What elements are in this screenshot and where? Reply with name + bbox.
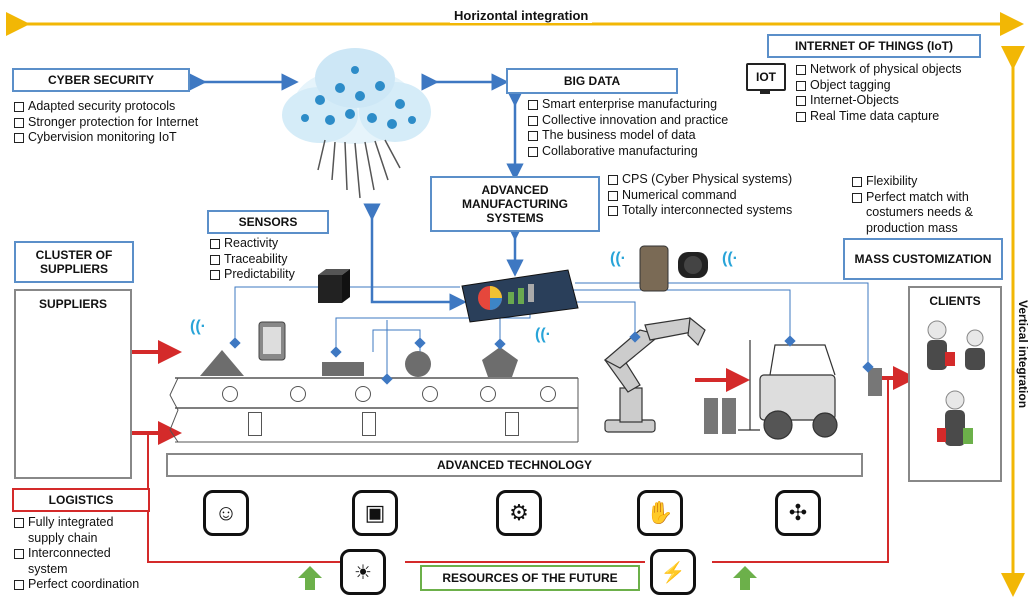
clients-title: CLIENTS (929, 294, 981, 308)
wifi-icon: ((· (722, 250, 738, 267)
big-data-item: Smart enterprise manufacturing (528, 97, 768, 113)
robotic-arm (603, 316, 706, 433)
iot-list: Network of physical objects Object taggi… (796, 62, 1026, 124)
clients-box: CLIENTS (908, 286, 1002, 482)
sensors-list: Reactivity Traceability Predictability (210, 236, 330, 283)
belt-roller (422, 386, 438, 402)
belt-roller (290, 386, 306, 402)
big-data-title: BIG DATA (563, 74, 621, 88)
iot-title: INTERNET OF THINGS (IoT) (795, 39, 953, 53)
iot-box: INTERNET OF THINGS (IoT) (767, 34, 981, 58)
pentagon-product (482, 347, 518, 377)
belt-roller (540, 386, 556, 402)
logistics-title: LOGISTICS (48, 493, 114, 507)
cyber-security-title: CYBER SECURITY (47, 73, 154, 87)
sensors-title: SENSORS (238, 215, 298, 229)
resources-box: RESOURCES OF THE FUTURE (420, 565, 640, 591)
belt-leg (505, 412, 519, 436)
cyber-security-item: Cybervision monitoring IoT (14, 130, 264, 146)
iot-item: Network of physical objects (796, 62, 1026, 78)
belt-leg (248, 412, 262, 436)
mass-customization-item: Flexibility (852, 174, 1017, 190)
wifi-icon: ((· (190, 318, 206, 335)
server-device (318, 269, 350, 303)
cyber-security-item: Adapted security protocols (14, 99, 264, 115)
cluster-of-suppliers-box: CLUSTER OF SUPPLIERS (14, 241, 134, 283)
conveyor-belt (169, 377, 579, 443)
wifi-icon: ((· (610, 250, 626, 267)
green-up-arrow-2 (733, 566, 757, 590)
belt-roller (222, 386, 238, 402)
handshake-icon: ✋ (637, 490, 683, 536)
mass-customization-title: MASS CUSTOMIZATION (854, 252, 992, 266)
suppliers-box: SUPPLIERS (14, 289, 132, 479)
logistics-box: LOGISTICS (12, 488, 150, 512)
advanced-manufacturing-title: ADVANCED MANUFACTURING SYSTEMS (462, 183, 568, 225)
logistics-list: Fully integrated supply chain Interconne… (14, 515, 149, 593)
vertical-integration-label: Vertical integration (1016, 300, 1030, 409)
cyber-security-box: CYBER SECURITY (12, 68, 190, 92)
cyber-security-list: Adapted security protocols Stronger prot… (14, 99, 264, 146)
belt-roller (480, 386, 496, 402)
arrow-cloud-tablet (363, 203, 467, 311)
cyber-security-item: Stronger protection for Internet (14, 115, 264, 131)
vr-headset-icon: ☺ (203, 490, 249, 536)
ams-item: CPS (Cyber Physical systems) (608, 172, 823, 188)
resources-title: RESOURCES OF THE FUTURE (442, 571, 618, 585)
iot-monitor-icon: IOT (746, 63, 786, 91)
logistics-item: Interconnected system (14, 546, 149, 577)
wifi-icon: ((· (535, 326, 551, 343)
sensors-item: Reactivity (210, 236, 330, 252)
forklift (738, 340, 838, 440)
mass-customization-list: Flexibility Perfect match with costumers… (852, 174, 1017, 236)
sensors-item: Traceability (210, 252, 330, 268)
big-data-item: Collaborative manufacturing (528, 144, 768, 160)
solar-battery-icon: ☀ (340, 549, 386, 595)
mass-customization-box: MASS CUSTOMIZATION (843, 238, 1003, 280)
drone-icon: ✣ (775, 490, 821, 536)
horizontal-integration-label: Horizontal integration (450, 8, 593, 23)
robot-arms-icon: ⚙ (496, 490, 542, 536)
circle-product (405, 351, 431, 377)
belt-roller (355, 386, 371, 402)
advanced-technology-bar: ADVANCED TECHNOLOGY (166, 453, 863, 477)
belt-leg (362, 412, 376, 436)
smartphone-device (639, 245, 669, 292)
big-data-list: Smart enterprise manufacturing Collectiv… (528, 97, 768, 159)
big-data-box: BIG DATA (506, 68, 678, 94)
cloud-graphic (282, 48, 431, 199)
big-data-item: The business model of data (528, 128, 768, 144)
tablet-dashboard (461, 269, 579, 323)
iot-item: Real Time data capture (796, 109, 1026, 125)
rectangle-product (322, 362, 364, 376)
smartwatch-device (684, 256, 702, 274)
iot-item: Internet-Objects (796, 93, 1026, 109)
suppliers-title: SUPPLIERS (38, 297, 107, 311)
logistics-item: Perfect coordination (14, 577, 149, 593)
iot-item: Object tagging (796, 78, 1026, 94)
cluster-title: CLUSTER OF SUPPLIERS (35, 248, 113, 276)
big-data-item: Collective innovation and practice (528, 113, 768, 129)
logistics-item: Fully integrated supply chain (14, 515, 149, 546)
advanced-manufacturing-list: CPS (Cyber Physical systems) Numerical c… (608, 172, 823, 219)
wind-battery-icon: ⚡ (650, 549, 696, 595)
mass-customization-item: Perfect match with costumers needs & pro… (852, 190, 1017, 237)
ams-item: Numerical command (608, 188, 823, 204)
triangle-product (200, 350, 244, 376)
iot-badge: IOT (756, 70, 776, 84)
advanced-manufacturing-box: ADVANCED MANUFACTURING SYSTEMS (430, 176, 600, 232)
client-figures (927, 320, 985, 446)
sensors-box: SENSORS (207, 210, 329, 234)
sensors-item: Predictability (210, 267, 330, 283)
green-up-arrow-1 (298, 566, 322, 590)
advanced-technology-title: ADVANCED TECHNOLOGY (436, 458, 593, 472)
3d-printer-icon: ▣ (352, 490, 398, 536)
ams-item: Totally interconnected systems (608, 203, 823, 219)
